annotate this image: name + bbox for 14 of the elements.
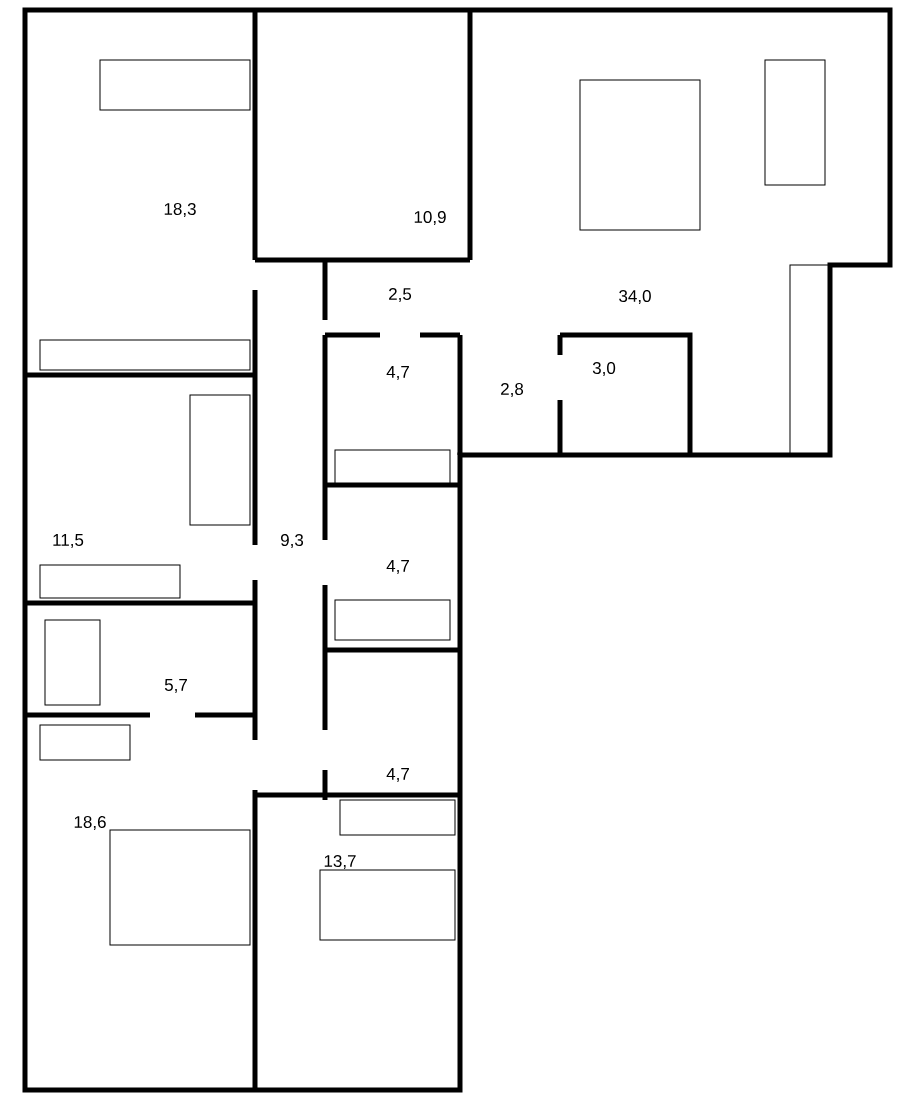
- area-label: 34,0: [619, 290, 651, 305]
- area-label: 11,5: [53, 534, 84, 548]
- area-label: 13,7: [324, 855, 356, 870]
- area-label: 3,0: [592, 362, 616, 377]
- area-label: 9,3: [281, 534, 304, 549]
- area-label: 4,7: [386, 366, 409, 380]
- area-label: 2,8: [501, 383, 524, 398]
- area-label: 4,7: [386, 768, 409, 782]
- area-label: 5,7: [164, 679, 187, 693]
- area-label: 18,6: [74, 816, 106, 831]
- area-label: 10,9: [414, 211, 446, 226]
- area-label: 2,5: [389, 288, 412, 303]
- area-label: 4,7: [386, 560, 409, 574]
- area-label: 18,3: [164, 203, 196, 218]
